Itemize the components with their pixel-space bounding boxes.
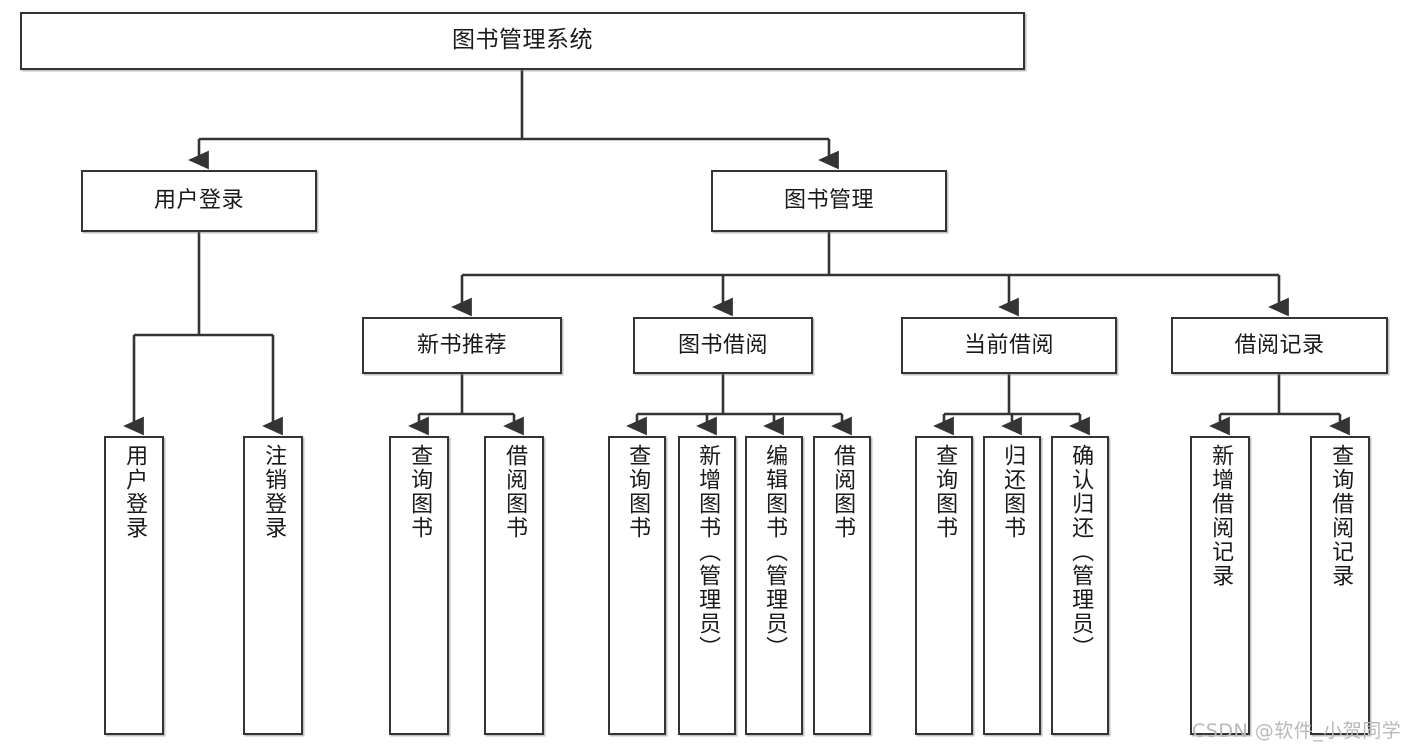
leaf-logout[interactable]: 注销登录	[243, 436, 303, 735]
leaf-user-login[interactable]: 用户登录	[104, 436, 164, 735]
node-label: 借阅图书	[830, 444, 856, 540]
leaf-return-book[interactable]: 归还图书	[983, 436, 1041, 735]
node-book-management[interactable]: 图书管理	[711, 170, 947, 232]
node-book-borrow[interactable]: 图书借阅	[633, 317, 813, 374]
leaf-confirm-return-admin[interactable]: 确认归还（管理员）	[1051, 436, 1109, 735]
leaf-query-borrow-record[interactable]: 查询借阅记录	[1310, 436, 1370, 735]
leaf-borrow-book[interactable]: 借阅图书	[813, 436, 871, 735]
leaf-add-borrow-record[interactable]: 新增借阅记录	[1190, 436, 1250, 735]
node-label: 归还图书	[1000, 444, 1026, 540]
node-user-login[interactable]: 用户登录	[81, 170, 317, 232]
leaf-add-book-admin[interactable]: 新增图书（管理员）	[678, 436, 736, 735]
node-label: 新增图书（管理员）	[695, 444, 721, 660]
node-label: 查询图书	[932, 444, 958, 540]
leaf-borrow-book-recommend[interactable]: 借阅图书	[484, 436, 544, 735]
node-label: 当前借阅	[963, 332, 1054, 358]
node-label: 用户登录	[122, 444, 148, 540]
node-label: 图书借阅	[677, 332, 768, 358]
node-label: 图书管理系统	[452, 27, 593, 54]
node-label: 新书推荐	[416, 332, 507, 358]
node-label: 查询图书	[625, 444, 651, 540]
node-root-system[interactable]: 图书管理系统	[20, 12, 1025, 70]
node-label: 借阅图书	[502, 444, 528, 540]
node-new-book-recommend[interactable]: 新书推荐	[362, 317, 562, 374]
node-borrow-record[interactable]: 借阅记录	[1171, 317, 1388, 374]
node-label: 确认归还（管理员）	[1068, 444, 1094, 660]
node-label: 图书管理	[783, 188, 874, 214]
node-label: 新增借阅记录	[1208, 444, 1234, 588]
node-label: 用户登录	[153, 188, 244, 214]
watermark-text: CSDN @软件_小贺同学	[1192, 720, 1402, 742]
node-label: 编辑图书（管理员）	[762, 444, 788, 660]
leaf-query-book-borrow[interactable]: 查询图书	[608, 436, 666, 735]
node-label: 注销登录	[261, 444, 287, 540]
leaf-query-book-current[interactable]: 查询图书	[915, 436, 973, 735]
node-label: 查询借阅记录	[1328, 444, 1354, 588]
leaf-query-book-recommend[interactable]: 查询图书	[389, 436, 449, 735]
node-label: 查询图书	[407, 444, 433, 540]
leaf-edit-book-admin[interactable]: 编辑图书（管理员）	[745, 436, 803, 735]
node-current-borrow[interactable]: 当前借阅	[901, 317, 1117, 374]
node-label: 借阅记录	[1234, 332, 1325, 358]
